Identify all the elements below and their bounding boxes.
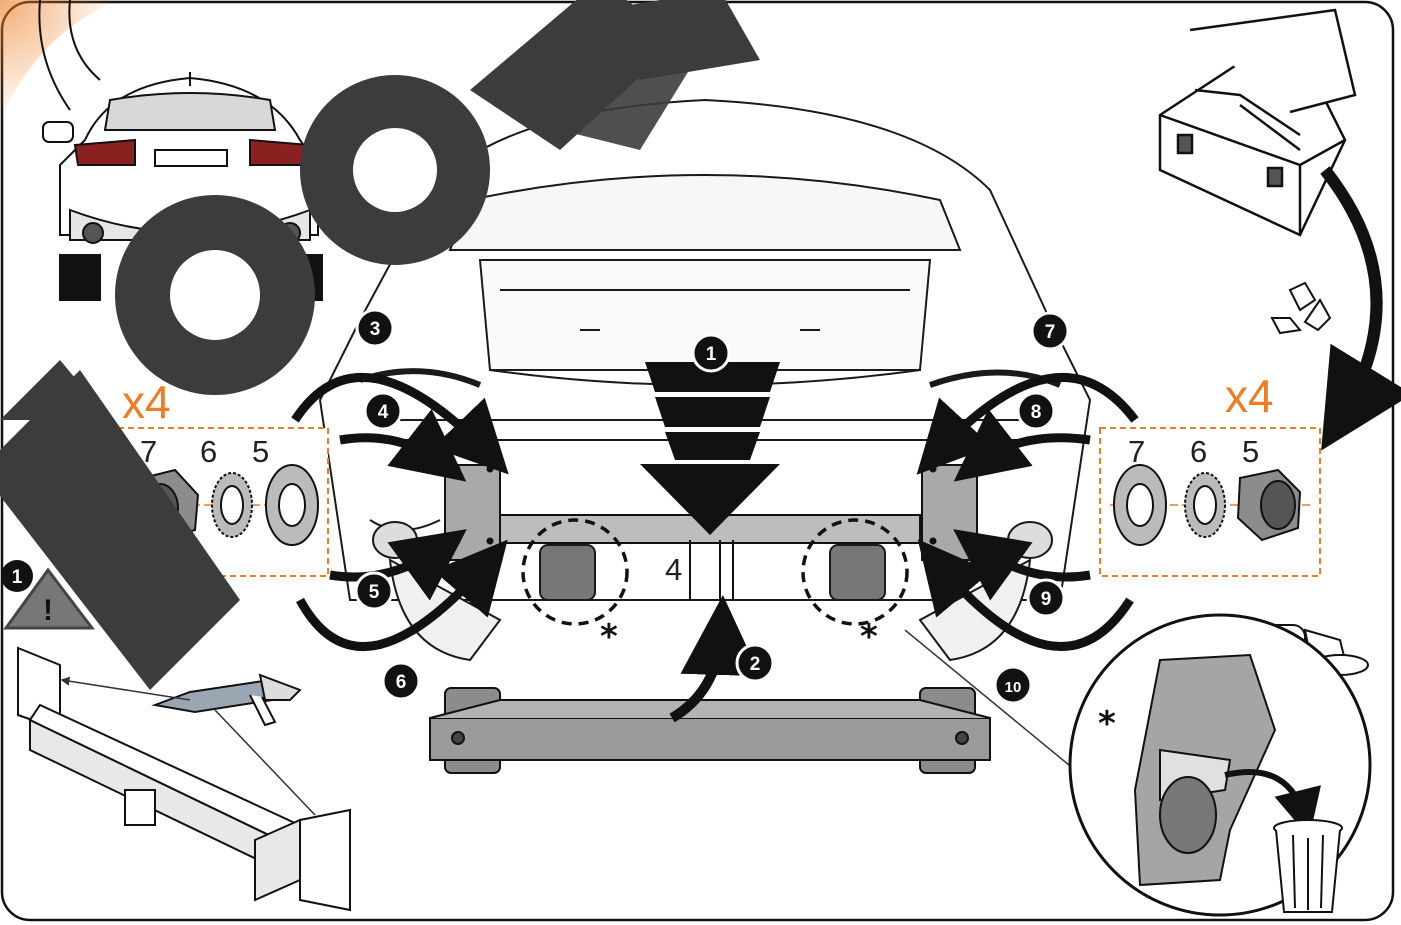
- left-flat-washer-icon: [265, 464, 319, 546]
- left-mounting-plate: [444, 464, 501, 561]
- sealant-gun-icon: [151, 673, 302, 727]
- step-badge-3: 3: [355, 308, 395, 348]
- step-badge-1: 1: [691, 333, 731, 373]
- right-label-5: 5: [1242, 434, 1259, 469]
- svg-text:2: 2: [750, 654, 761, 675]
- svg-text:6: 6: [396, 672, 407, 693]
- svg-text:5: 5: [369, 582, 380, 603]
- warning-icon: !: [3, 567, 96, 630]
- svg-text:4: 4: [378, 402, 389, 423]
- step-badge-7: 7: [1030, 311, 1070, 351]
- right-label-7: 7: [1128, 434, 1145, 469]
- step-badge-10: 10: [993, 665, 1033, 705]
- bumper-beam: [429, 687, 991, 774]
- svg-text:1: 1: [706, 344, 717, 365]
- svg-text:1: 1: [12, 567, 23, 588]
- step-badge-2: 2: [735, 643, 775, 683]
- detail-bracket: [1133, 653, 1277, 887]
- step-badge-8: 8: [1016, 391, 1056, 431]
- right-hex-nut-icon: [1236, 468, 1302, 542]
- step-badge-4: 4: [363, 391, 403, 431]
- svg-text:7: 7: [1045, 322, 1056, 343]
- watermark: [0, 0, 760, 690]
- car-rear-thumbnail: [42, 72, 343, 301]
- right-quantity: x4: [1225, 370, 1274, 422]
- toolbox-arrow: [1320, 166, 1401, 451]
- step-badge-5: 5: [354, 571, 394, 611]
- left-dashed-highlight: [521, 518, 629, 626]
- towbar-crossmember: [17, 646, 351, 912]
- step-badge-6: 6: [381, 661, 421, 701]
- left-bolt-arrows: [291, 372, 509, 651]
- right-label-6: 6: [1190, 434, 1207, 469]
- svg-text:8: 8: [1031, 402, 1042, 423]
- left-label-7: 7: [140, 434, 157, 469]
- right-bolt-arrows: [916, 372, 1139, 651]
- step-badge-9: 9: [1026, 578, 1066, 618]
- step-2-arrow: [669, 595, 761, 723]
- left-label-5: 5: [252, 434, 269, 469]
- asterisk-right: *: [860, 617, 878, 657]
- svg-text:!: !: [43, 594, 53, 627]
- asterisk-left: *: [600, 617, 618, 657]
- svg-text:10: 10: [1005, 679, 1022, 696]
- left-serrated-washer-icon: [211, 472, 253, 538]
- bumper-label: 4: [665, 552, 682, 587]
- trash-bin-icon: [1273, 819, 1343, 913]
- right-serrated-washer-icon: [1184, 472, 1226, 538]
- right-mounting-plate: [921, 464, 978, 561]
- recycle-icon: [1270, 281, 1332, 335]
- removal-down-arrow: [640, 362, 780, 535]
- right-dashed-highlight: [801, 518, 909, 626]
- svg-text:9: 9: [1041, 589, 1052, 610]
- left-quantity: x4: [122, 376, 171, 428]
- detail-asterisk: *: [1098, 704, 1116, 744]
- warning-step-badge: 1: [1, 560, 33, 592]
- toolbox-icon: [1158, 8, 1357, 237]
- left-label-6: 6: [200, 434, 217, 469]
- right-flat-washer-icon: [1113, 464, 1167, 546]
- svg-text:3: 3: [370, 319, 381, 340]
